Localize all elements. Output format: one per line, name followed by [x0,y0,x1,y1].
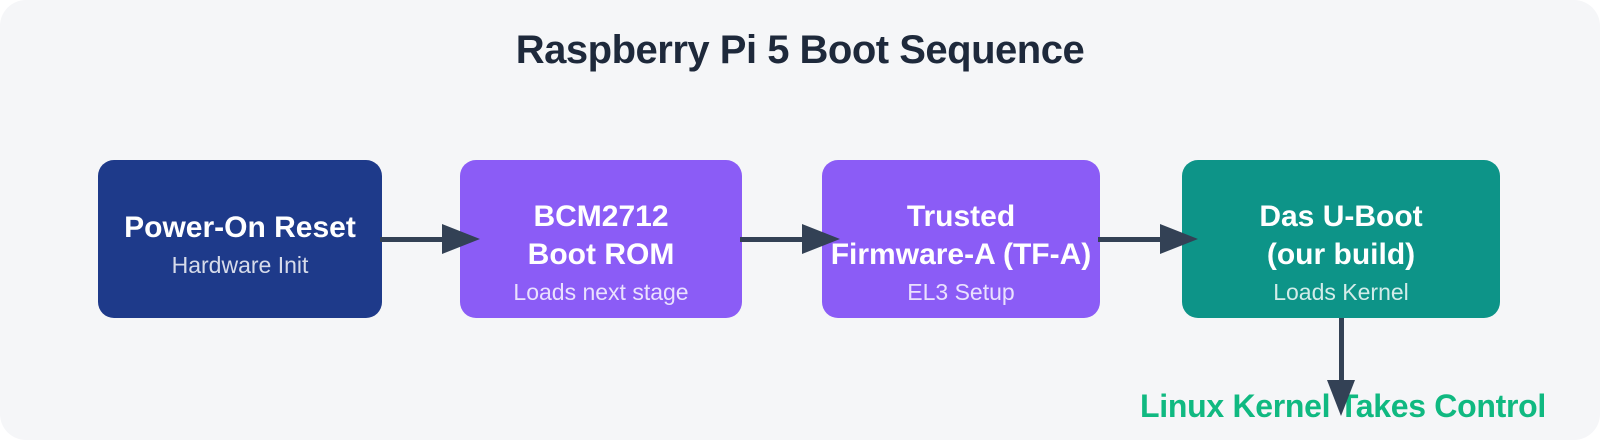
arrowhead-right-icon [802,224,840,254]
arrow-uboot-to-kernel [1324,318,1358,416]
node-subtitle: Loads Kernel [1273,279,1409,305]
arrow-shaft [1098,236,1160,242]
arrow-shaft [380,236,442,242]
node-title-line-1: BCM2712 [533,200,669,233]
arrowhead-down-icon [1327,380,1355,416]
arrow-shaft [1338,318,1344,380]
arrowhead-right-icon [1160,224,1198,254]
node-title-line-2: Boot ROM [527,238,675,271]
node-das-u-boot: Das U-Boot (our build) Loads Kernel [1182,160,1500,318]
node-bcm2712-boot-rom: BCM2712 Boot ROM Loads next stage [460,160,742,318]
node-subtitle: Hardware Init [171,252,309,278]
node-trusted-firmware: Trusted Firmware-A (TF-A) EL3 Setup [822,160,1100,318]
diagram-title: Raspberry Pi 5 Boot Sequence [515,28,1085,72]
node-subtitle: EL3 Setup [907,279,1015,305]
node-power-on-reset: Power-On Reset Hardware Init [98,160,382,318]
node-title-line-1: Das U-Boot [1259,200,1423,233]
arrowhead-right-icon [442,224,480,254]
node-title: Power-On Reset [124,211,356,244]
node-title-line-2: (our build) [1266,238,1416,271]
arrow-shaft [740,236,802,242]
node-title-line-1: Trusted [906,200,1016,233]
node-subtitle: Loads next stage [513,279,689,305]
node-title-line-2: Firmware-A (TF-A) [830,238,1092,271]
